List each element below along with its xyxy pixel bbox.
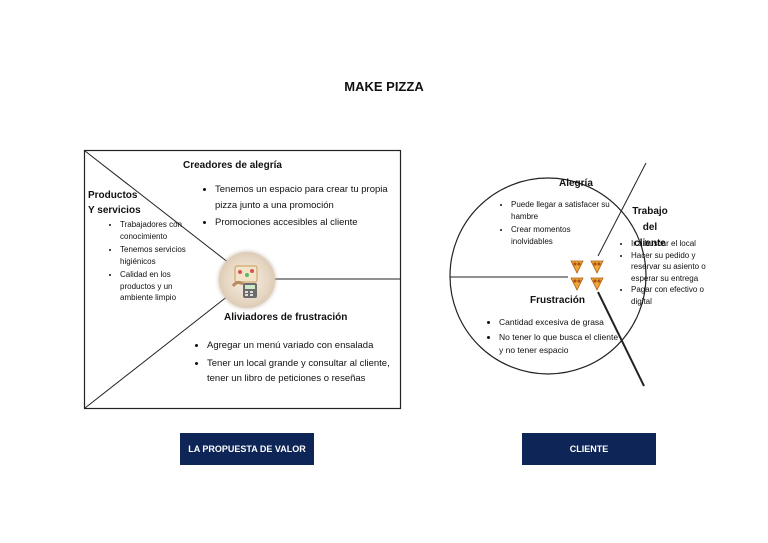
list-item: Crear momentos inolvidables xyxy=(511,224,611,247)
list-item: Ir a buscar el local xyxy=(631,238,717,250)
products-heading-line2: Y servicios xyxy=(88,205,141,216)
list-item: Puede llegar a satisfacer su hambre xyxy=(511,199,611,222)
list-item: Calidad en los productos y un ambiente l… xyxy=(120,269,198,304)
customer-label: CLIENTE xyxy=(522,433,656,465)
value-map-divider-top xyxy=(84,150,248,278)
jobs-heading-line2: del cliente xyxy=(634,222,666,249)
customer-divider-bottom xyxy=(597,291,645,387)
pains-heading: Frustración xyxy=(530,295,586,306)
list-item: No tener lo que busca el cliente y no te… xyxy=(499,331,623,357)
list-item: Tenemos un espacio para crear tu propia … xyxy=(215,182,397,213)
value-map-divider-bottom xyxy=(84,280,248,409)
products-heading: Productos Y servicios xyxy=(88,188,141,218)
list-item: Tener un local grande y consultar al cli… xyxy=(207,356,413,387)
customer-divider-top xyxy=(597,162,647,257)
pain-relievers-list: Agregar un menú variado con ensalada Ten… xyxy=(193,338,413,389)
list-item: Tenemos servicios higiénicos xyxy=(120,244,198,267)
pizza-slices-icon xyxy=(570,260,604,291)
list-item: Promociones accesibles al cliente xyxy=(215,215,397,231)
list-item: Agregar un menú variado con ensalada xyxy=(207,338,413,354)
jobs-heading-line1: Trabajo xyxy=(632,206,668,217)
list-item: Trabajadores con conocimiento xyxy=(120,219,198,242)
value-map-center-icon xyxy=(219,252,275,308)
products-list: Trabajadores con conocimiento Tenemos se… xyxy=(106,219,198,306)
list-item: Pagar con efectivo o digital xyxy=(631,284,717,307)
pains-list: Cantidad excesiva de grasa No tener lo q… xyxy=(485,316,623,359)
gains-list: Puede llegar a satisfacer su hambre Crea… xyxy=(497,199,611,249)
jobs-list: Ir a buscar el local Hacer su pedido y r… xyxy=(617,238,717,307)
value-map-frame xyxy=(83,149,402,410)
pain-relievers-heading: Aliviadores de frustración xyxy=(224,312,348,323)
list-item: Cantidad excesiva de grasa xyxy=(499,316,623,329)
value-proposition-label: LA PROPUESTA DE VALOR xyxy=(180,433,314,465)
customer-circle xyxy=(449,177,647,375)
gain-creators-list: Tenemos un espacio para crear tu propia … xyxy=(201,182,397,233)
list-item: Hacer su pedido y reservar su asiento o … xyxy=(631,250,717,285)
page-title: MAKE PIZZA xyxy=(344,79,424,94)
gains-heading: Alegría xyxy=(559,178,593,189)
gain-creators-heading: Creadores de alegría xyxy=(183,160,282,171)
products-heading-line1: Productos xyxy=(88,190,138,201)
jobs-heading: Trabajo del cliente xyxy=(626,204,674,252)
